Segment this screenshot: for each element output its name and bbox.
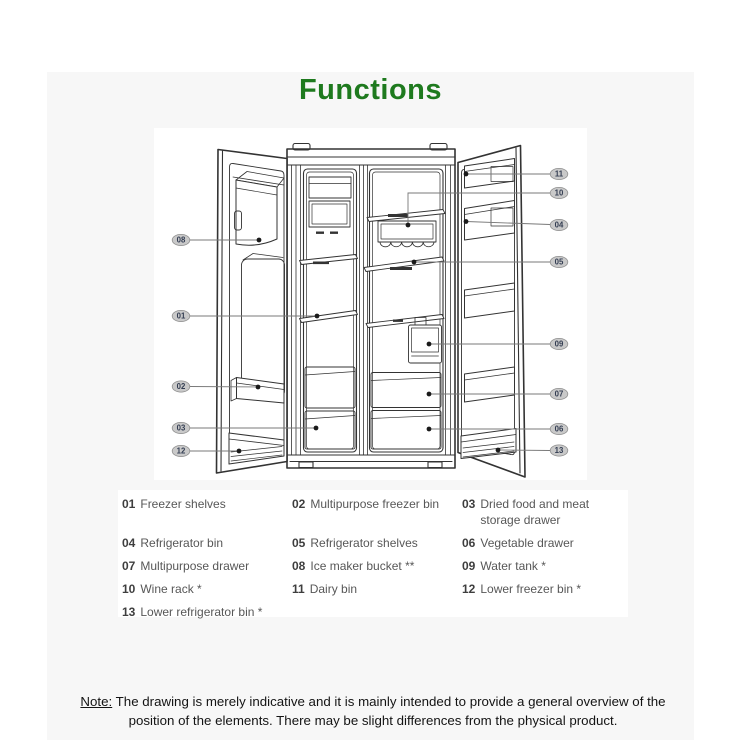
legend-grid: 01 Freezer shelves 02 Multipurpose freezer… [122, 496, 628, 620]
svg-text:13: 13 [555, 446, 564, 455]
legend-item-number: 01 [122, 497, 136, 511]
callout-13: 13 [549, 444, 569, 457]
legend-item-05: 05 Refrigerator shelves [292, 535, 462, 551]
legend-box: 01 Freezer shelves 02 Multipurpose freezer… [118, 490, 628, 620]
svg-text:01: 01 [177, 312, 186, 321]
fridge-drawing [215, 142, 526, 478]
legend-item-number: 02 [292, 497, 306, 511]
legend-item-number: 13 [122, 605, 136, 619]
svg-text:10: 10 [555, 189, 564, 198]
legend-item-08: 08 Ice maker bucket ** [292, 558, 462, 574]
footnote: Note: The drawing is merely indicative a… [71, 693, 675, 730]
svg-text:09: 09 [555, 340, 564, 349]
page-title: Functions [298, 74, 443, 106]
legend-item-10: 10 Wine rack * [122, 581, 292, 597]
leader-dots [236, 171, 501, 454]
callout-12: 12 [171, 444, 191, 457]
legend-item-label: Ice maker bucket ** [310, 559, 415, 573]
legend-item-number: 12 [462, 582, 476, 596]
right-door [457, 144, 526, 478]
svg-text:03: 03 [177, 424, 186, 433]
legend-item-label: Dried food and meat storage drawer [480, 497, 590, 527]
legend-item-label: Refrigerator bin [140, 536, 224, 550]
legend-item-label: Water tank * [480, 559, 546, 573]
legend-item-11: 11 Dairy bin [292, 581, 462, 597]
legend-item-04: 04 Refrigerator bin [122, 535, 292, 551]
legend-item-06: 06 Vegetable drawer [462, 535, 632, 551]
leader-lines [189, 173, 551, 452]
legend-item-number: 05 [292, 536, 306, 550]
legend-item-12: 12 Lower freezer bin * [462, 581, 632, 597]
legend-item-09: 09 Water tank * [462, 558, 632, 574]
legend-item-07: 07 Multipurpose drawer [122, 558, 292, 574]
legend-item-label: Freezer shelves [140, 497, 226, 511]
callout-05: 05 [549, 255, 569, 268]
legend-item-03: 03 Dried food and meat storage drawer [462, 496, 632, 528]
legend-item-01: 01 Freezer shelves [122, 496, 292, 528]
svg-text:06: 06 [555, 425, 564, 434]
diagram-box: 08 01 02 03 12 [154, 128, 587, 480]
legend-item-label: Multipurpose freezer bin [310, 497, 440, 511]
legend-item-number: 04 [122, 536, 136, 550]
svg-text:05: 05 [555, 258, 564, 267]
legend-item-02: 02 Multipurpose freezer bin [292, 496, 462, 528]
callout-10: 10 [549, 186, 569, 199]
svg-text:12: 12 [177, 447, 186, 456]
left-door [215, 148, 288, 474]
callout-07: 07 [549, 387, 569, 400]
legend-item-number: 03 [462, 497, 476, 511]
callout-06: 06 [549, 422, 569, 435]
footnote-text: The drawing is merely indicative and it … [115, 694, 666, 728]
callout-pills: 08 01 02 03 12 [171, 167, 569, 457]
legend-item-label: Vegetable drawer [480, 536, 574, 550]
callout-04: 04 [549, 218, 569, 231]
legend-item-13: 13 Lower refrigerator bin * [122, 604, 292, 620]
callout-08: 08 [171, 233, 191, 246]
legend-item-label: Wine rack * [140, 582, 202, 596]
svg-text:11: 11 [555, 170, 564, 179]
svg-text:02: 02 [177, 382, 186, 391]
legend-item-number: 09 [462, 559, 476, 573]
callout-02: 02 [171, 380, 191, 393]
legend-item-number: 10 [122, 582, 136, 596]
svg-text:04: 04 [555, 221, 564, 230]
legend-item-number: 06 [462, 536, 476, 550]
callout-03: 03 [171, 421, 191, 434]
freezer-interior [299, 168, 358, 453]
svg-text:08: 08 [177, 236, 186, 245]
legend-item-label: Multipurpose drawer [140, 559, 250, 573]
legend-item-label: Refrigerator shelves [310, 536, 418, 550]
legend-item-label: Lower freezer bin * [480, 582, 582, 596]
legend-item-label: Lower refrigerator bin * [140, 605, 263, 619]
refrigerator-interior [363, 168, 446, 453]
fridge-illustration: 08 01 02 03 12 [171, 142, 569, 478]
callout-11: 11 [549, 167, 569, 180]
callout-01: 01 [171, 309, 191, 322]
legend-item-number: 07 [122, 559, 136, 573]
legend-item-number: 11 [292, 582, 305, 596]
legend-item-number: 08 [292, 559, 306, 573]
legend-item-label: Dairy bin [309, 582, 358, 596]
svg-text:07: 07 [555, 390, 564, 399]
footnote-label: Note: [80, 694, 113, 709]
callout-09: 09 [549, 337, 569, 350]
